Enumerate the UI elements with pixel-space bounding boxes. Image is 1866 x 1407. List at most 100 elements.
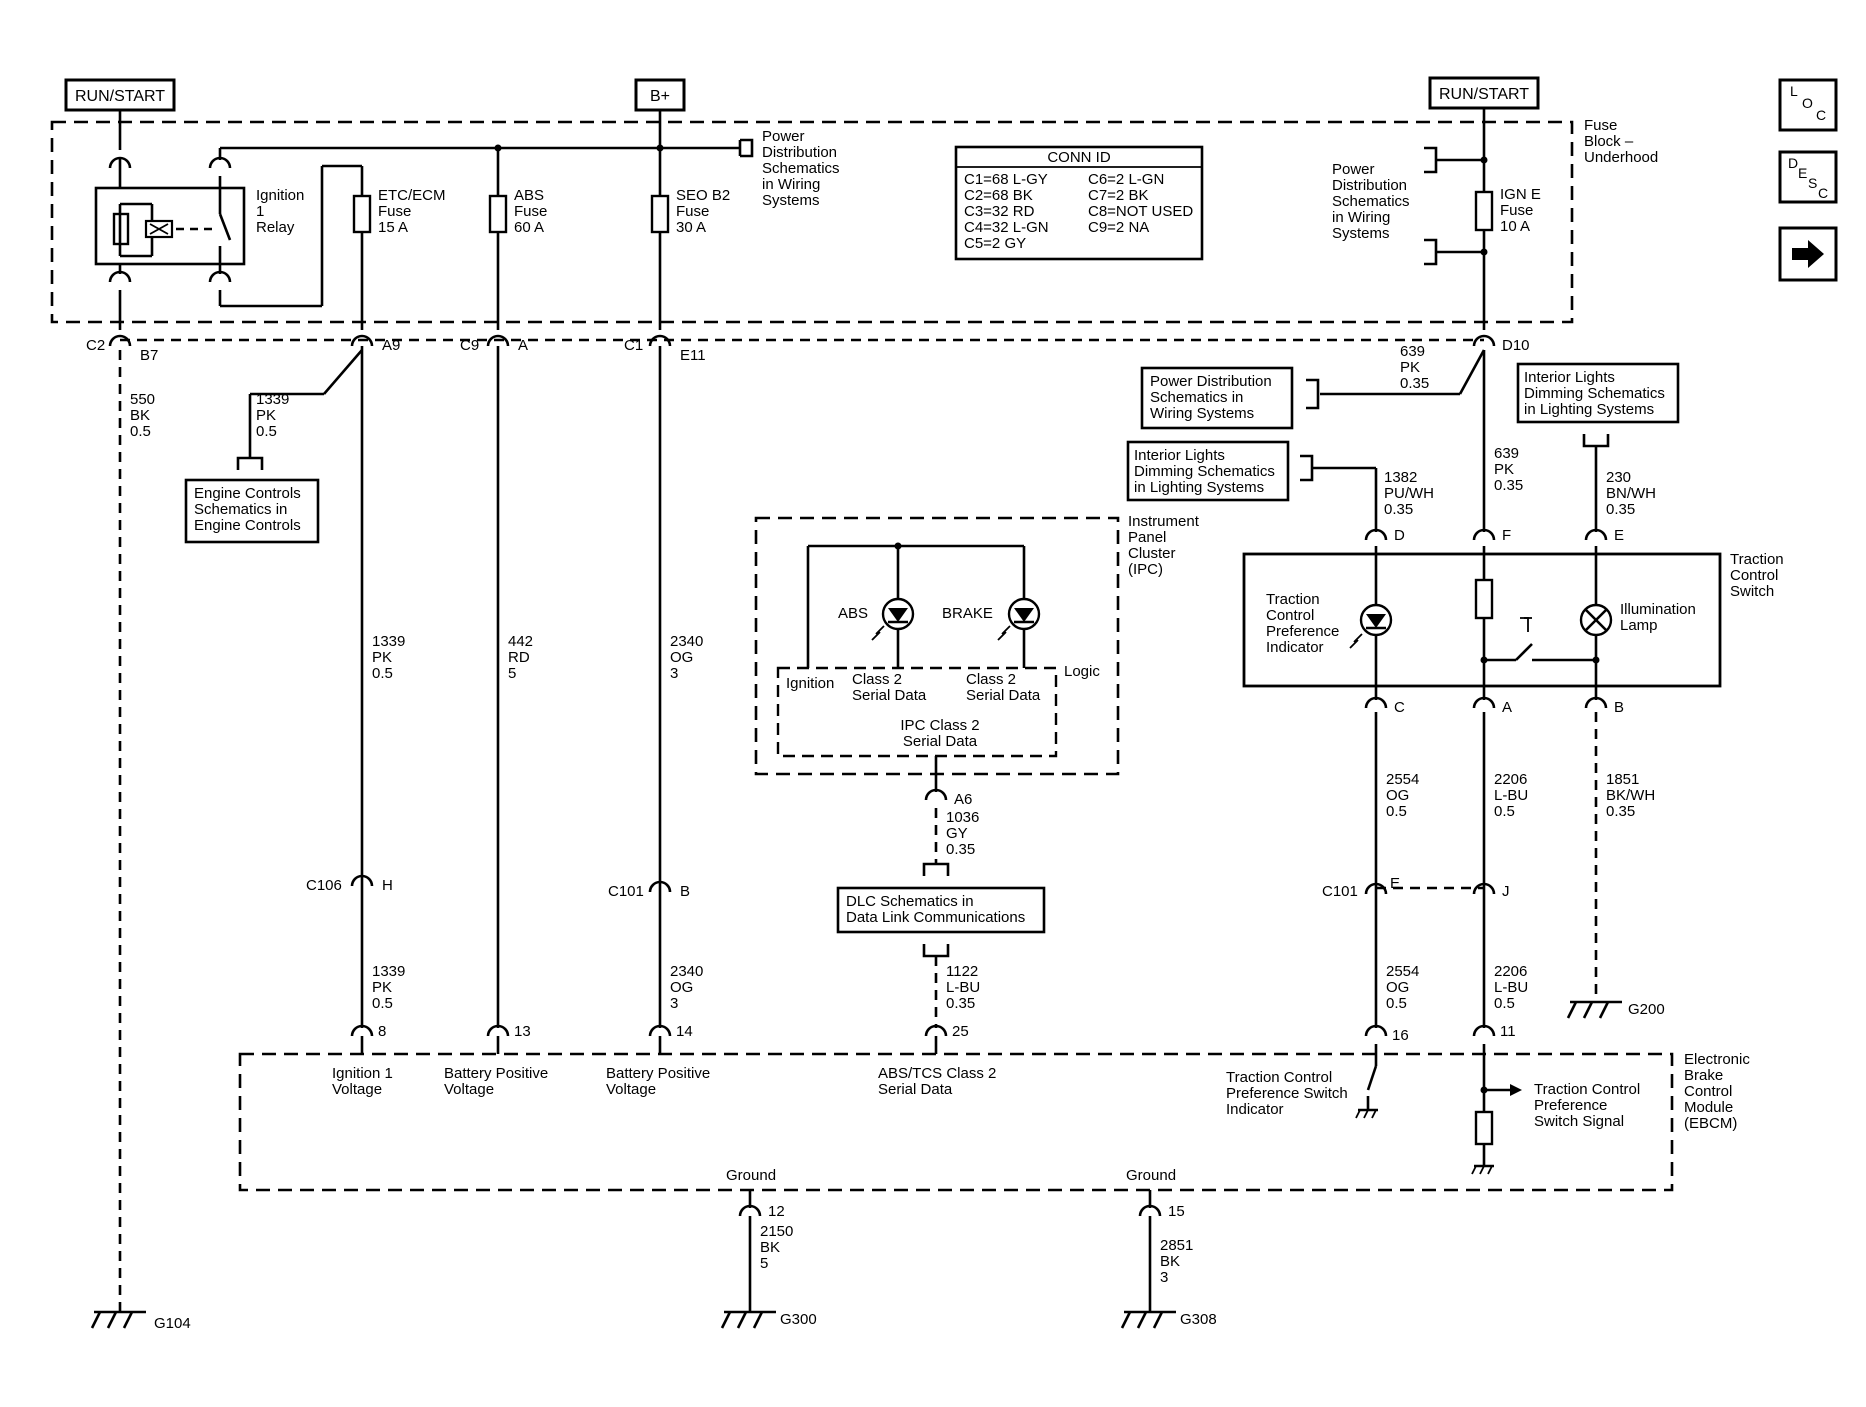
svg-text:Control: Control [1730, 567, 1778, 584]
ebcm-ground-2: Ground [1126, 1167, 1176, 1184]
svg-text:Distribution: Distribution [1332, 177, 1407, 194]
svg-text:A: A [518, 337, 528, 354]
brake-label: BRAKE [942, 605, 993, 622]
connector-j: J [1502, 883, 1510, 900]
svg-text:BK/WH: BK/WH [1606, 787, 1655, 804]
svg-text:0.5: 0.5 [1386, 803, 1407, 820]
ipc-label: Instrument Panel Cluster (IPC) [1128, 513, 1200, 578]
svg-text:OG: OG [1386, 787, 1409, 804]
svg-text:RD: RD [508, 649, 530, 666]
svg-text:Interior Lights: Interior Lights [1134, 447, 1225, 464]
svg-text:3: 3 [670, 995, 678, 1012]
svg-text:Voltage: Voltage [606, 1081, 656, 1098]
tcs-pin-d: D [1394, 527, 1405, 544]
b-plus-label: B+ [634, 78, 686, 112]
svg-text:D10: D10 [1502, 337, 1530, 354]
svg-text:0.35: 0.35 [1606, 501, 1635, 518]
fuse-block-underhood [50, 120, 1574, 324]
ebcm-battery-1: Battery Positive Voltage [444, 1065, 548, 1098]
svg-text:30 A: 30 A [676, 219, 706, 236]
svg-text:Serial Data: Serial Data [852, 687, 927, 704]
svg-text:Systems: Systems [1332, 225, 1390, 242]
tcs-pin-b: B [1614, 699, 1624, 716]
svg-text:230: 230 [1606, 469, 1631, 486]
svg-text:S: S [1808, 175, 1817, 191]
svg-text:Power: Power [1332, 161, 1375, 178]
tc-indicator-label: Traction Control Preference Indicator [1266, 591, 1339, 656]
svg-text:Schematics: Schematics [762, 160, 840, 177]
svg-text:2206: 2206 [1494, 963, 1527, 980]
svg-text:in Wiring: in Wiring [1332, 209, 1390, 226]
abs-label: ABS [838, 605, 868, 622]
ground-g308: G308 [1180, 1311, 1217, 1328]
fuse-abs [488, 194, 508, 234]
svg-text:PK: PK [372, 649, 392, 666]
svg-text:Dimming Schematics: Dimming Schematics [1524, 385, 1665, 402]
svg-text:Indicator: Indicator [1266, 639, 1324, 656]
svg-text:Illumination: Illumination [1620, 601, 1696, 618]
svg-text:Traction Control: Traction Control [1534, 1081, 1640, 1098]
svg-text:5: 5 [508, 665, 516, 682]
svg-text:A9: A9 [382, 337, 400, 354]
svg-text:L-BU: L-BU [1494, 787, 1528, 804]
loc-button[interactable]: L O C [1778, 78, 1838, 132]
svg-text:RUN/START: RUN/START [75, 88, 165, 105]
svg-text:PK: PK [372, 979, 392, 996]
connector-h: H [382, 877, 393, 894]
desc-button[interactable]: D E S C [1778, 150, 1838, 204]
svg-text:ABS: ABS [514, 187, 544, 204]
svg-text:Relay: Relay [256, 219, 295, 236]
svg-text:Cluster: Cluster [1128, 545, 1176, 562]
svg-text:0.5: 0.5 [1386, 995, 1407, 1012]
connector-c101-right: C101 [1322, 883, 1358, 900]
ebcm-module [238, 1052, 1674, 1192]
svg-text:L: L [1790, 83, 1798, 99]
wire-1339a-label: 1339 PK 0.5 [256, 391, 289, 440]
ref-interior-lights-b: Interior Lights Dimming Schematics in Li… [1516, 362, 1680, 424]
svg-text:Preference Switch: Preference Switch [1226, 1085, 1348, 1102]
tc-preference-indicator-led [1349, 603, 1393, 649]
svg-text:C: C [1816, 107, 1826, 123]
svg-text:L-BU: L-BU [1494, 979, 1528, 996]
ground-g200: G200 [1628, 1001, 1665, 1018]
svg-text:10 A: 10 A [1500, 218, 1530, 235]
connector-c106: C106 [306, 877, 342, 894]
ref-engine-controls: Engine Controls Schematics in Engine Con… [184, 478, 320, 544]
pin-15: 15 [1168, 1203, 1185, 1220]
abs-indicator-led [871, 597, 915, 668]
ebcm-serial-data: ABS/TCS Class 2 Serial Data [878, 1065, 996, 1098]
svg-text:Switch: Switch [1730, 583, 1774, 600]
svg-text:1382: 1382 [1384, 469, 1417, 486]
svg-text:2340: 2340 [670, 963, 703, 980]
pin-8: 8 [378, 1023, 386, 1040]
wire-639a-label: 639 PK 0.35 [1400, 343, 1429, 392]
svg-text:0.35: 0.35 [946, 841, 975, 858]
svg-text:L-BU: L-BU [946, 979, 980, 996]
svg-text:BK: BK [130, 407, 150, 424]
ebcm-pullup-resistor [1474, 1110, 1494, 1146]
svg-text:Fuse: Fuse [1584, 117, 1617, 134]
svg-text:C3=32 RD: C3=32 RD [964, 203, 1035, 220]
svg-text:2206: 2206 [1494, 771, 1527, 788]
svg-text:OG: OG [670, 979, 693, 996]
ebcm-battery-2: Battery Positive Voltage [606, 1065, 710, 1098]
svg-text:(IPC): (IPC) [1128, 561, 1163, 578]
svg-text:3: 3 [1160, 1269, 1168, 1286]
svg-text:PK: PK [256, 407, 276, 424]
fuse-seo-label: SEO B2 Fuse 30 A [676, 187, 730, 236]
svg-text:Engine Controls: Engine Controls [194, 517, 301, 534]
connector-e: E [1390, 875, 1400, 892]
svg-text:Control: Control [1684, 1083, 1732, 1100]
svg-text:C2: C2 [86, 337, 105, 354]
svg-text:2340: 2340 [670, 633, 703, 650]
svg-text:Serial Data: Serial Data [966, 687, 1041, 704]
next-arrow-button[interactable] [1778, 226, 1838, 282]
svg-text:0.5: 0.5 [372, 665, 393, 682]
svg-text:Wiring Systems: Wiring Systems [1150, 405, 1254, 422]
svg-text:Indicator: Indicator [1226, 1101, 1284, 1118]
svg-text:C4=32 L-GN: C4=32 L-GN [964, 219, 1049, 236]
svg-text:OG: OG [1386, 979, 1409, 996]
svg-text:Fuse: Fuse [514, 203, 547, 220]
illumination-lamp [1579, 603, 1613, 637]
svg-text:Instrument: Instrument [1128, 513, 1200, 530]
